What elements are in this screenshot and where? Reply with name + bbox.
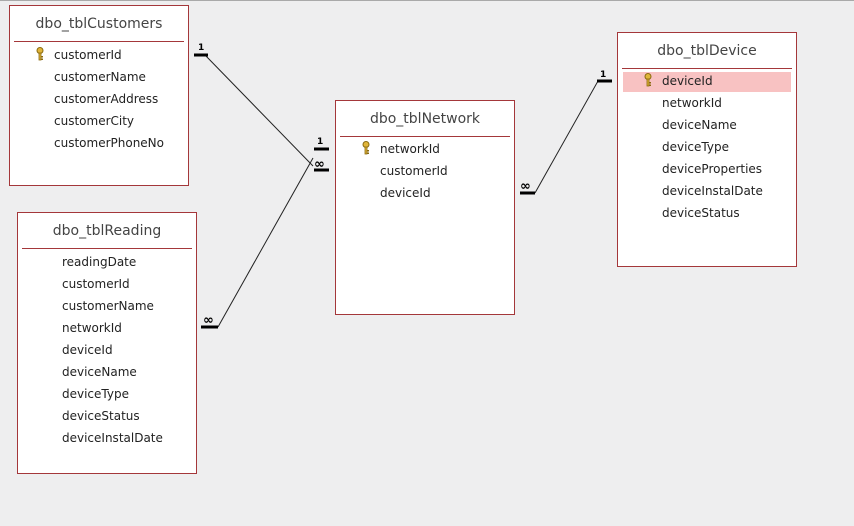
field-row[interactable]: deviceInstalDate — [618, 182, 796, 202]
field-label: networkId — [62, 321, 122, 335]
field-row[interactable]: customerAddress — [10, 90, 188, 110]
field-row[interactable]: deviceId — [336, 184, 514, 204]
field-row[interactable]: customerCity — [10, 112, 188, 132]
field-row[interactable]: networkId — [618, 94, 796, 114]
field-row[interactable]: customerId — [336, 162, 514, 182]
cardinality-one-network: 1 — [317, 137, 324, 147]
cardinality-many-network-right: ∞ — [520, 179, 531, 194]
table-title[interactable]: dbo_tblCustomers — [35, 16, 163, 32]
field-label: customerId — [54, 48, 122, 62]
field-row[interactable]: deviceInstalDate — [18, 429, 196, 449]
field-label: customerId — [380, 164, 448, 178]
field-row[interactable]: networkId — [18, 319, 196, 339]
field-row[interactable]: deviceName — [18, 363, 196, 383]
field-row[interactable]: readingDate — [18, 253, 196, 273]
field-row[interactable]: customerPhoneNo — [10, 134, 188, 154]
field-row[interactable]: customerId — [10, 46, 188, 66]
table-title[interactable]: dbo_tblReading — [52, 223, 162, 239]
table-reading[interactable]: dbo_tblReading readingDate customerId cu… — [17, 212, 197, 474]
field-row[interactable]: deviceProperties — [618, 160, 796, 180]
title-divider — [14, 41, 184, 42]
field-label: deviceName — [62, 365, 137, 379]
field-label: deviceStatus — [62, 409, 140, 423]
rel-line-network-device — [534, 80, 599, 194]
cardinality-one-customers: 1 — [198, 43, 205, 53]
title-divider — [340, 136, 510, 137]
field-label: deviceType — [662, 140, 729, 154]
field-label: deviceStatus — [662, 206, 740, 220]
field-label: deviceProperties — [662, 162, 763, 176]
field-label: deviceInstalDate — [662, 184, 763, 198]
field-row[interactable]: customerName — [18, 297, 196, 317]
cardinality-one-device: 1 — [600, 70, 607, 80]
table-device[interactable]: dbo_tblDevice deviceId networkId deviceN… — [617, 32, 797, 267]
title-divider — [622, 68, 792, 69]
field-row[interactable]: deviceType — [18, 385, 196, 405]
table-title[interactable]: dbo_tblDevice — [657, 43, 757, 59]
table-customers[interactable]: dbo_tblCustomers customerId customerName… — [9, 5, 189, 186]
field-row[interactable]: networkId — [336, 140, 514, 160]
rel-line-customers-network — [204, 54, 314, 167]
top-divider — [0, 0, 854, 1]
rel-line-reading-network — [217, 157, 314, 328]
field-label: deviceId — [662, 74, 713, 88]
cardinality-many-network: ∞ — [314, 157, 325, 172]
table-network[interactable]: dbo_tblNetwork networkId customerId devi… — [335, 100, 515, 315]
table-title[interactable]: dbo_tblNetwork — [369, 111, 481, 127]
field-row[interactable]: customerName — [10, 68, 188, 88]
field-label: customerName — [62, 299, 154, 313]
field-label: networkId — [662, 96, 722, 110]
field-label: customerAddress — [54, 92, 159, 106]
field-label: customerId — [62, 277, 130, 291]
primary-key-icon — [36, 47, 44, 61]
field-row[interactable]: customerId — [18, 275, 196, 295]
field-row[interactable]: deviceName — [618, 116, 796, 136]
primary-key-icon — [362, 141, 370, 155]
field-row[interactable]: deviceType — [618, 138, 796, 158]
field-row[interactable]: deviceStatus — [618, 204, 796, 224]
field-label: deviceInstalDate — [62, 431, 163, 445]
field-row-selected[interactable]: deviceId — [623, 72, 791, 92]
cardinality-many-reading: ∞ — [203, 313, 214, 328]
field-label: readingDate — [62, 255, 137, 269]
title-divider — [22, 248, 192, 249]
field-label: deviceId — [380, 186, 431, 200]
field-label: customerCity — [54, 114, 135, 128]
field-label: deviceName — [662, 118, 737, 132]
field-label: deviceId — [62, 343, 113, 357]
field-label: customerPhoneNo — [54, 136, 164, 150]
field-row[interactable]: deviceStatus — [18, 407, 196, 427]
primary-key-icon — [644, 73, 652, 87]
field-label: networkId — [380, 142, 440, 156]
field-label: customerName — [54, 70, 146, 84]
field-label: deviceType — [62, 387, 129, 401]
field-row[interactable]: deviceId — [18, 341, 196, 361]
